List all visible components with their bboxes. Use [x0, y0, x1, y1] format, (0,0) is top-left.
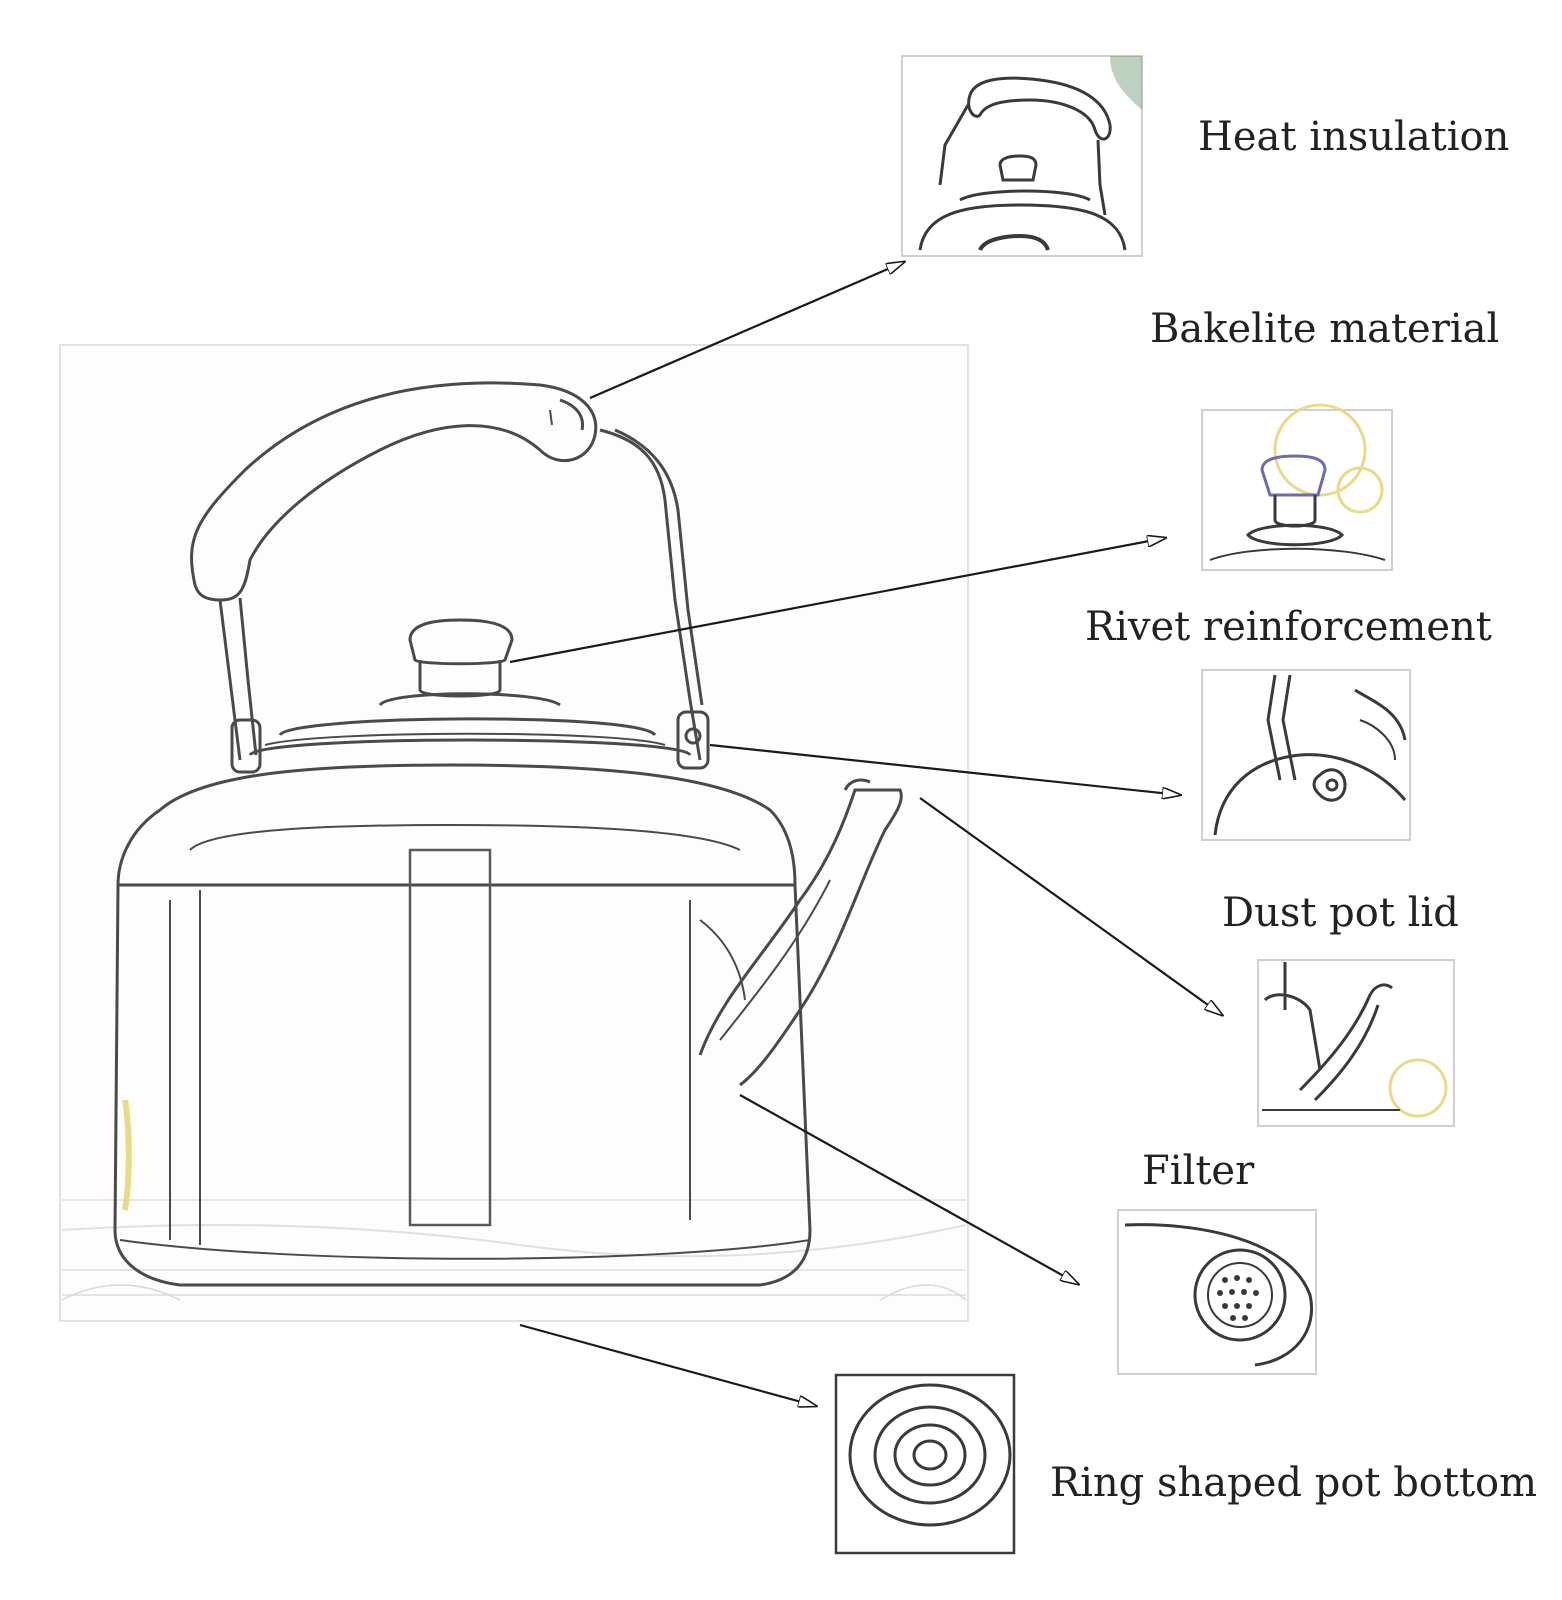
- label-dust-pot-lid: Dust pot lid: [1222, 890, 1459, 936]
- arrow-rivet: [709, 743, 1180, 795]
- main-kettle-image: [59, 344, 969, 1322]
- detail-heat-insulation-image: [901, 55, 1143, 257]
- detail-bakelite-image: [1201, 403, 1393, 571]
- detail-dust-lid-image: [1257, 959, 1455, 1127]
- label-rivet-reinforcement: Rivet reinforcement: [1085, 604, 1492, 650]
- arrow-bakelite: [509, 538, 1165, 664]
- detail-filter-image: [1117, 1209, 1317, 1375]
- label-bakelite-material: Bakelite material: [1150, 306, 1500, 352]
- label-ring-shaped-pot-bottom: Ring shaped pot bottom: [1050, 1460, 1538, 1506]
- arrow-dust-lid: [919, 797, 1222, 1015]
- arrow-filter: [739, 1094, 1078, 1284]
- detail-rivet-image: [1201, 669, 1411, 841]
- arrow-heat-insulation: [589, 262, 904, 400]
- detail-ring-bottom-image: [834, 1373, 1016, 1555]
- label-filter: Filter: [1142, 1148, 1255, 1194]
- kettle-handle: [190, 381, 710, 774]
- label-heat-insulation: Heat insulation: [1198, 114, 1510, 160]
- kettle-spout: [698, 778, 903, 1087]
- kettle-body: [113, 763, 812, 1287]
- arrow-ring-bottom: [519, 1323, 816, 1406]
- kettle-lid: [248, 618, 692, 757]
- callout-arrows: [509, 262, 1222, 1406]
